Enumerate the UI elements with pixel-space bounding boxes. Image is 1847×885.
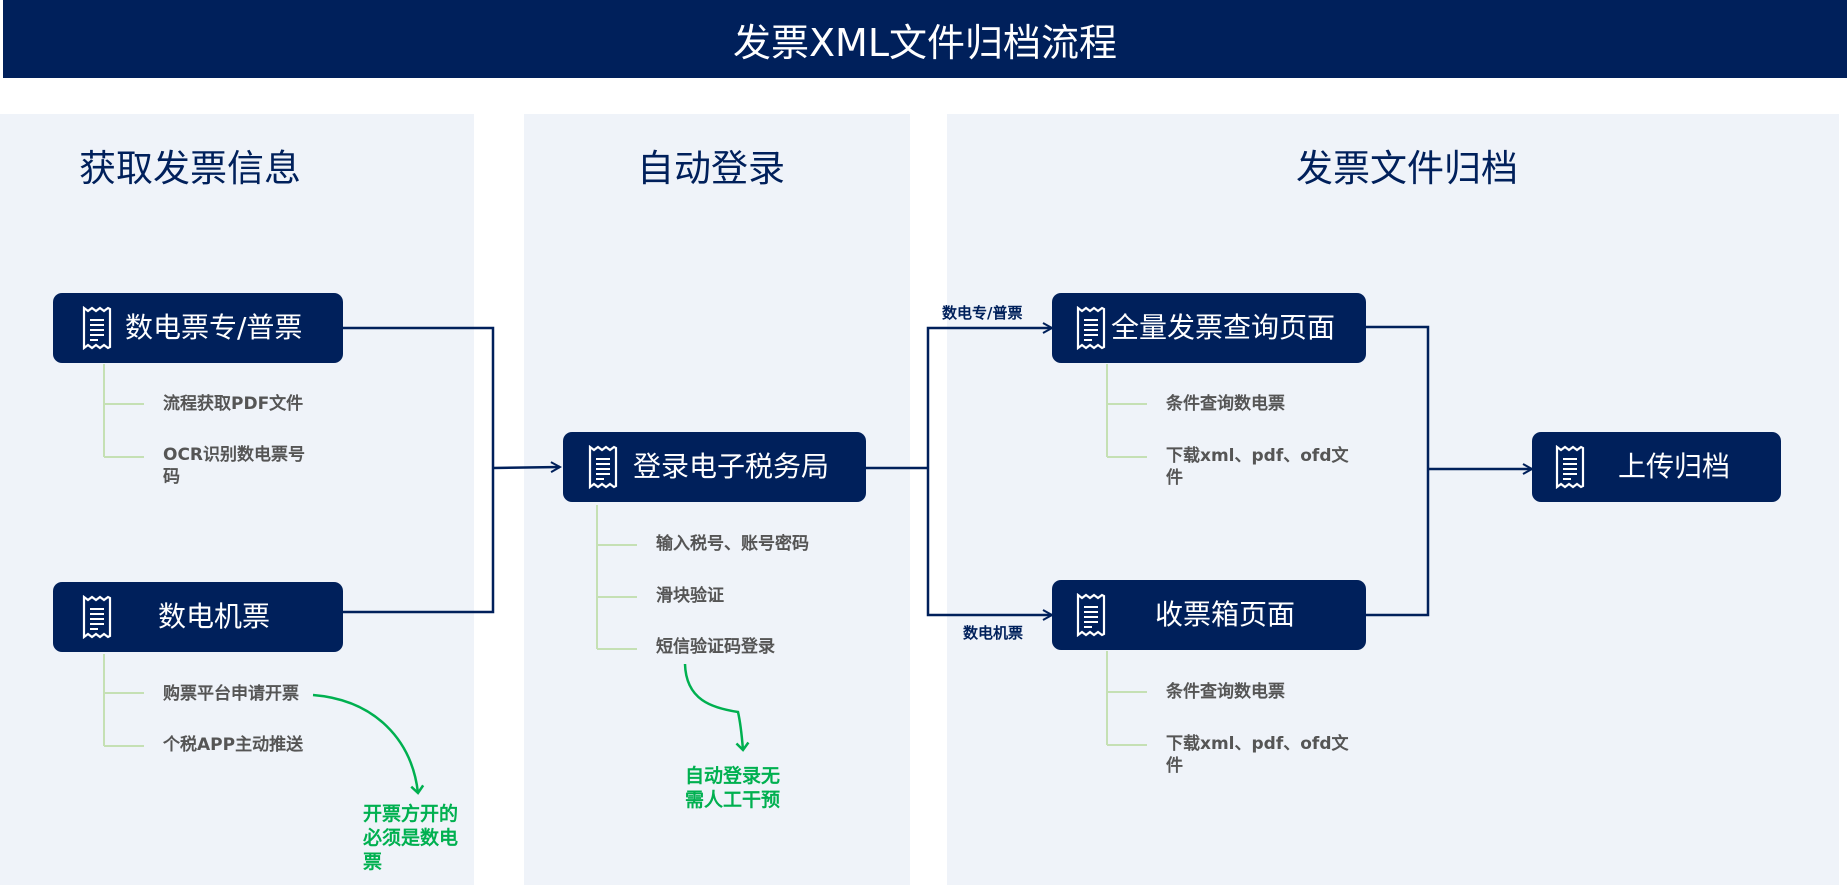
edge-merge-to-login (492, 467, 560, 468)
receipt-icon (1076, 306, 1106, 350)
node-dianpiao-zhuanpu: 数电票专/普票 (53, 293, 343, 363)
subitem-download-2-line1: 下载xml、pdf、ofd文 (1166, 734, 1349, 754)
subitem-ocr-line2: 码 (163, 467, 180, 487)
subitem-tax-app: 个税APP主动推送 (163, 735, 304, 755)
note-jipiao-line1: 开票方开的 (363, 803, 459, 825)
page-title: 发票XML文件归档流程 (733, 20, 1117, 65)
edge-label-jipiao: 数电机票 (963, 624, 1024, 642)
note-login-line1: 自动登录无 (685, 765, 781, 787)
edge-split-to-full-query (926, 328, 1052, 468)
subitem-slider-verify: 滑块验证 (656, 586, 724, 606)
edge-archive-merge (1366, 325, 1430, 617)
subitem-ticket-platform: 购票平台申请开票 (163, 684, 299, 704)
note-jipiao-line2: 必须是数电 (363, 827, 459, 849)
node-full-invoice-query: 全量发票查询页面 (1052, 293, 1366, 363)
subitem-sms-login: 短信验证码登录 (656, 637, 775, 657)
page-title-banner: 发票XML文件归档流程 (3, 0, 1847, 78)
node-label: 收票箱页面 (1155, 598, 1296, 631)
subitem-download-1-line2: 件 (1166, 468, 1183, 488)
node-label: 数电票专/普票 (125, 311, 303, 344)
section-title-get-invoice: 获取发票信息 (79, 147, 301, 190)
subitem-ocr-line1: OCR识别数电票号 (163, 445, 306, 465)
node-dianpiao-jipiao: 数电机票 (53, 582, 343, 652)
node-label: 登录电子税务局 (633, 450, 830, 483)
section-title-archive: 发票文件归档 (1296, 147, 1518, 190)
section-panel-get-invoice (0, 114, 474, 885)
subitem-download-1-line1: 下载xml、pdf、ofd文 (1166, 446, 1349, 466)
edge-split-to-inbox (926, 468, 1052, 615)
node-label: 上传归档 (1618, 450, 1731, 483)
node-label: 数电机票 (158, 600, 271, 633)
receipt-icon (82, 306, 112, 350)
note-arrow-login (683, 663, 750, 752)
section-title-auto-login: 自动登录 (637, 147, 785, 190)
note-jipiao-line3: 票 (363, 851, 383, 873)
subitem-query-2: 条件查询数电票 (1166, 682, 1285, 702)
subitem-query-1: 条件查询数电票 (1166, 394, 1285, 414)
receipt-icon (588, 445, 618, 489)
node-label: 全量发票查询页面 (1111, 311, 1336, 344)
node-upload-archive: 上传归档 (1532, 432, 1781, 502)
note-login-line2: 需人工干预 (685, 789, 781, 811)
edge-zhuanpu-to-merge (343, 326, 495, 614)
edge-label-zhuanpu: 数电专/普票 (942, 304, 1023, 322)
subitem-enter-credentials: 输入税号、账号密码 (656, 534, 809, 554)
subitem-download-2-line2: 件 (1166, 756, 1183, 776)
receipt-icon (1555, 445, 1585, 489)
receipt-icon (1076, 593, 1106, 637)
receipt-icon (82, 595, 112, 639)
branch-lines (103, 364, 1147, 747)
node-invoice-inbox: 收票箱页面 (1052, 580, 1366, 650)
note-arrow-jipiao (312, 693, 425, 795)
node-login-tax-bureau: 登录电子税务局 (563, 432, 866, 502)
subitem-fetch-pdf: 流程获取PDF文件 (163, 394, 304, 414)
